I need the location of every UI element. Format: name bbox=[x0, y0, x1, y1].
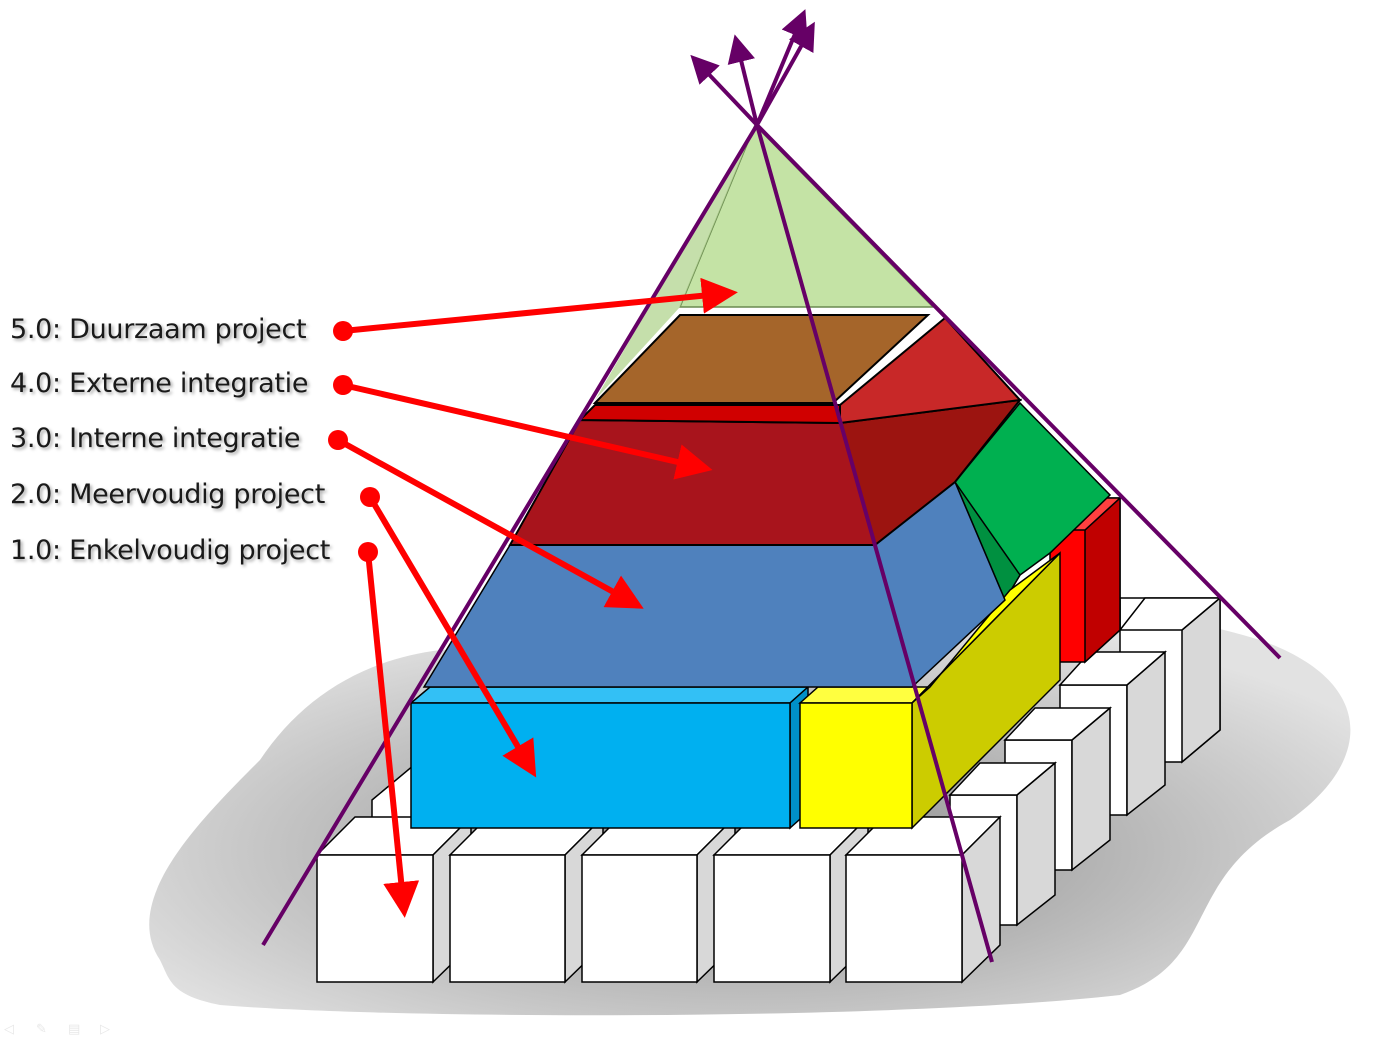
level-label-3: 3.0: Interne integratie bbox=[10, 423, 301, 454]
pen-icon[interactable]: ✎ bbox=[36, 1022, 47, 1037]
level-label-1: 1.0: Enkelvoudig project bbox=[10, 535, 331, 566]
level-label-5: 5.0: Duurzaam project bbox=[10, 314, 307, 345]
previous-icon[interactable]: ◁ bbox=[4, 1022, 14, 1037]
level-label-2: 2.0: Meervoudig project bbox=[10, 479, 326, 510]
white-cubes-front bbox=[315, 815, 1002, 984]
pointer-arrow-2 bbox=[360, 487, 537, 778]
level-2-blocks bbox=[408, 401, 1122, 830]
pointer-arrow-3 bbox=[328, 430, 644, 609]
pointer-arrow-5 bbox=[333, 277, 738, 341]
level-4-layer bbox=[508, 314, 1023, 547]
next-icon[interactable]: ▷ bbox=[100, 1022, 110, 1037]
pointer-arrow-4 bbox=[333, 375, 713, 480]
menu-icon[interactable]: ▤ bbox=[68, 1022, 81, 1037]
pointer-arrow-1 bbox=[358, 542, 420, 918]
level-label-4: 4.0: Externe integratie bbox=[10, 368, 309, 399]
